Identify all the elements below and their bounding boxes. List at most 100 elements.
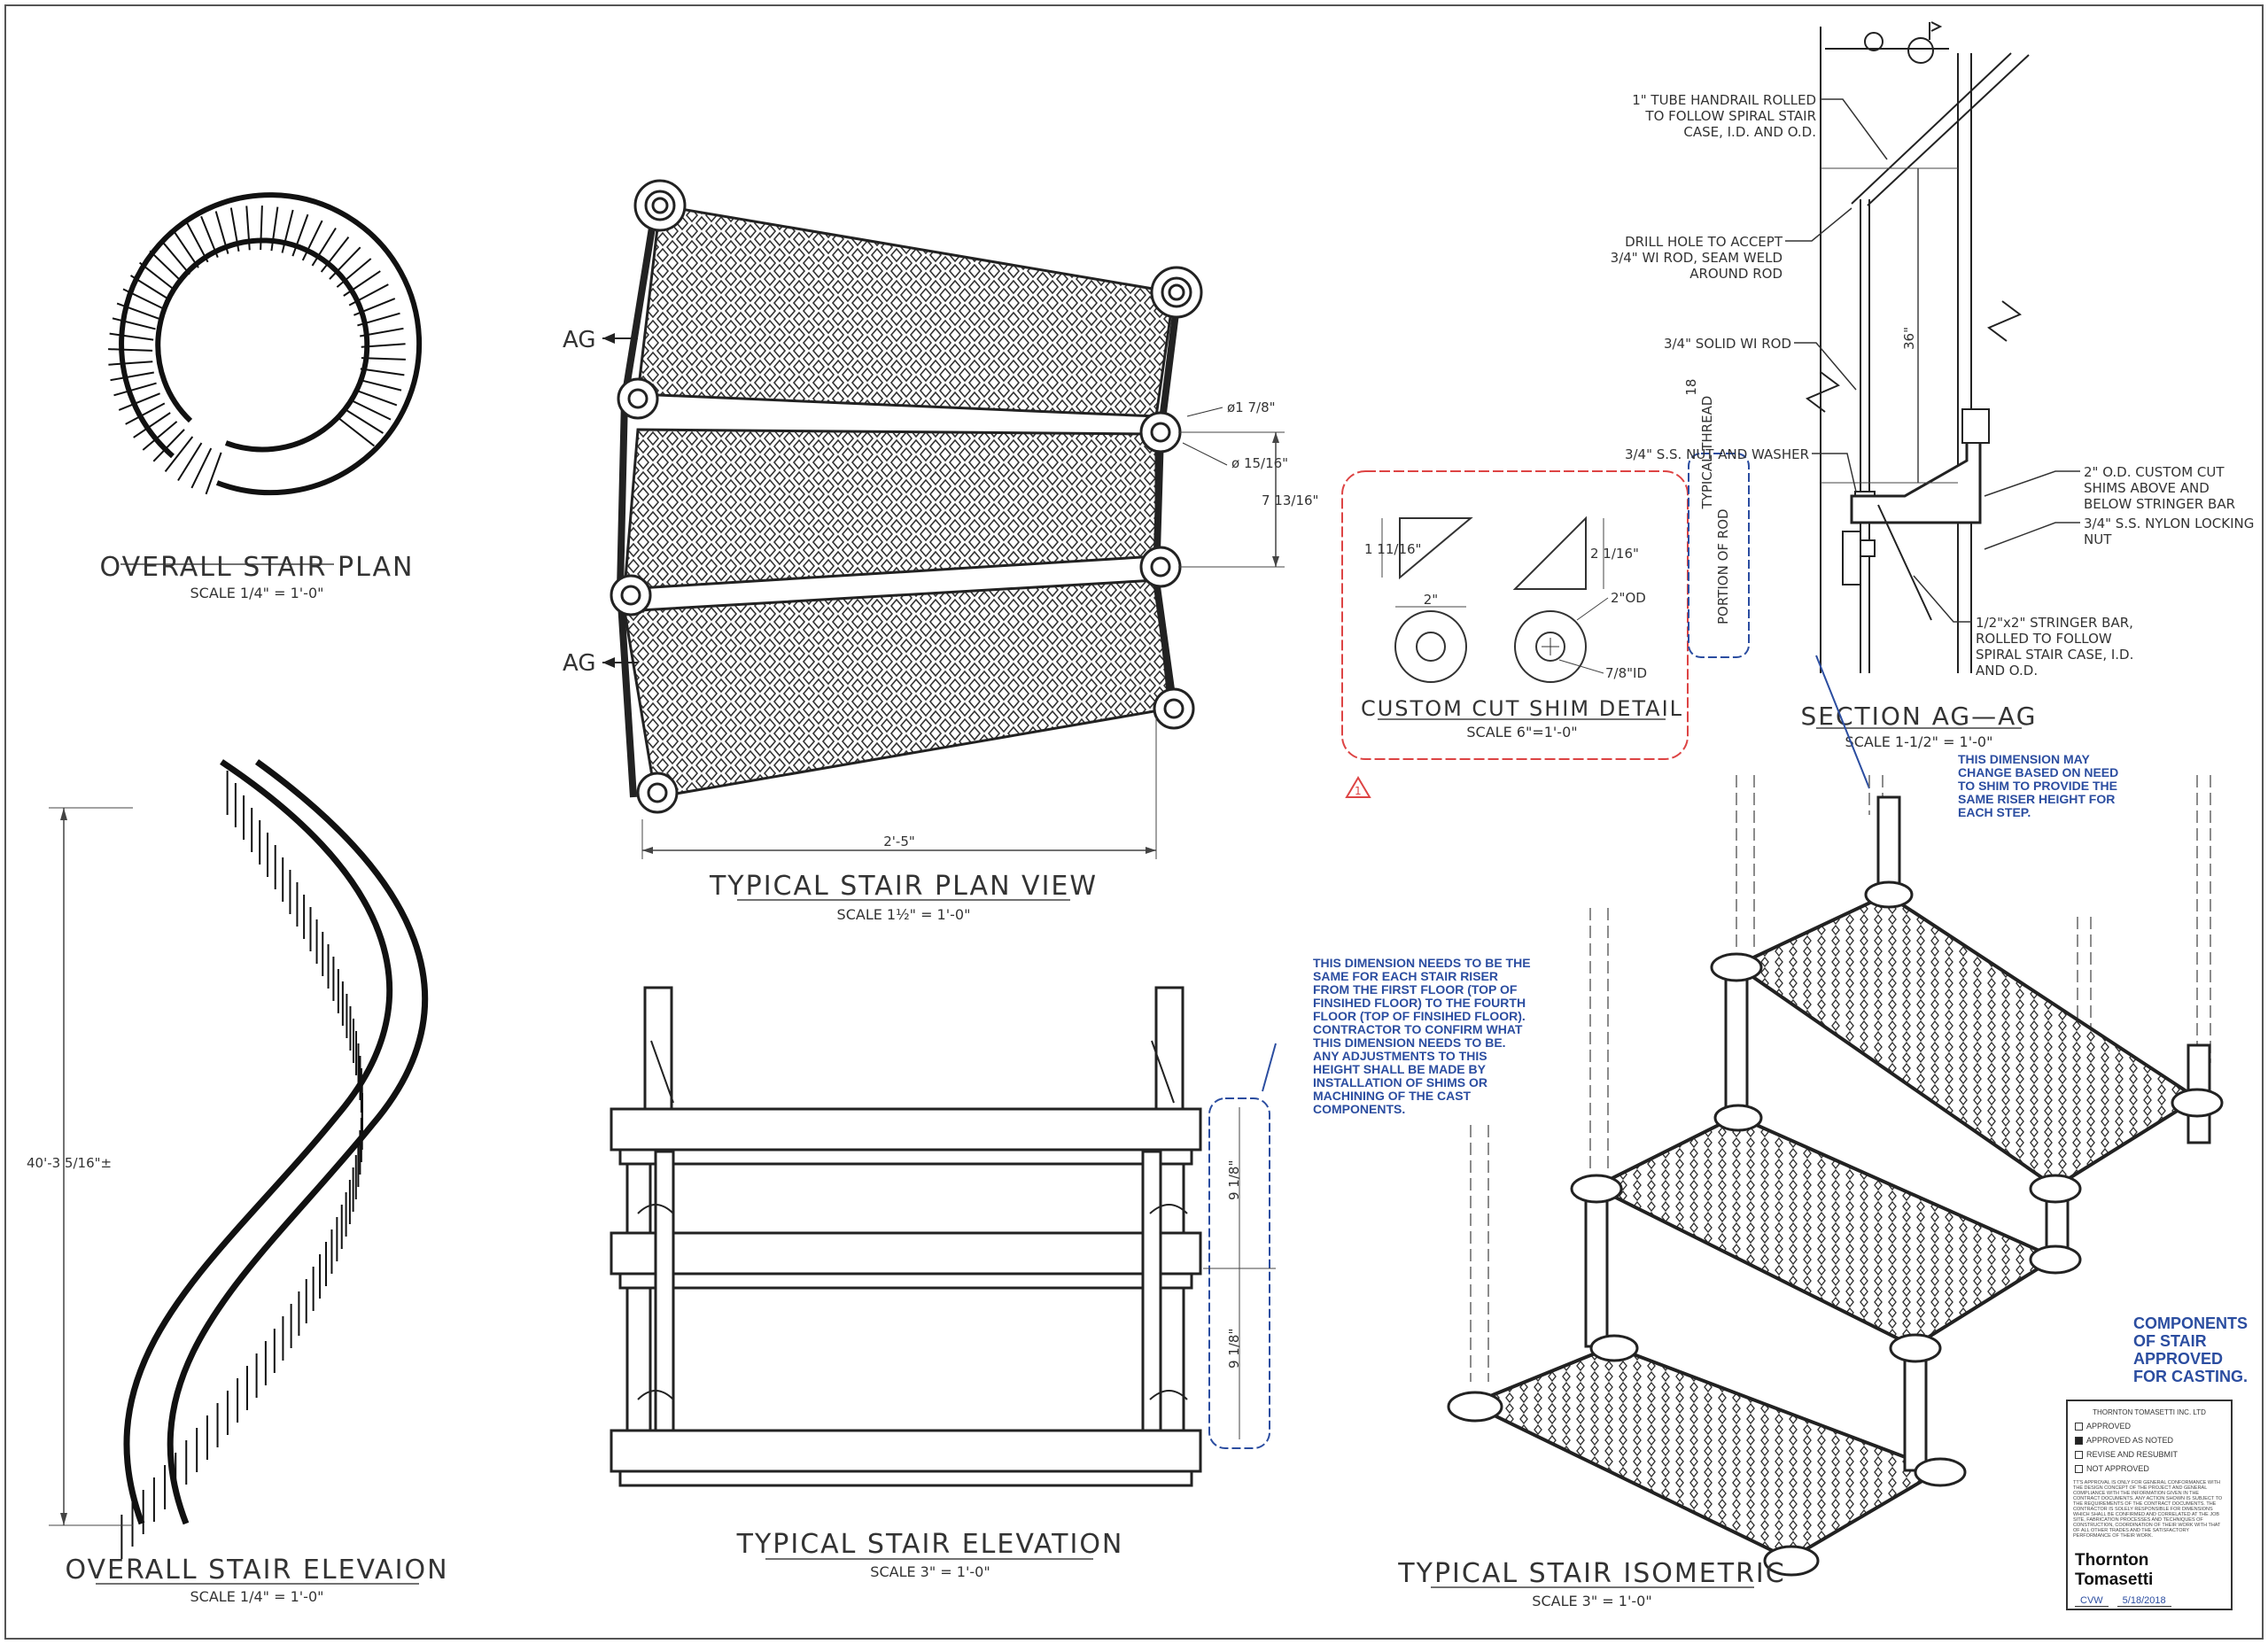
- tread-line: [338, 417, 376, 447]
- text-line: TYPICAL THREAD: [1699, 396, 1715, 510]
- text-line: TO SHIM TO PROVIDE THE: [1958, 779, 2117, 793]
- stamp-fine-print: TT'S APPROVAL IS ONLY FOR GENERAL CONFOR…: [2073, 1480, 2223, 1539]
- note-solid-rod: 3/4" SOLID WI ROD: [1664, 336, 1791, 352]
- text-line: THIS DIMENSION MAY: [1958, 752, 2090, 766]
- elevation-riser-2: 9 1/8": [1226, 1329, 1242, 1369]
- checkbox-not-approved: [2075, 1464, 2083, 1473]
- overall-stair-plan: OVERALL STAIR PLAN SCALE 1/4" = 1'-0": [100, 192, 423, 601]
- text-line: TO FOLLOW SPIRAL STAIR: [1644, 108, 1816, 124]
- tread-line: [336, 258, 372, 288]
- tread-line: [118, 392, 160, 411]
- tread-line: [108, 348, 153, 352]
- tread-line: [301, 220, 323, 261]
- text-line: THIS DIMENSION NEEDS TO BE.: [1313, 1035, 1506, 1050]
- text-line: NUT: [2084, 531, 2112, 547]
- plan-spacing-dim: 7 13/16": [1262, 492, 1318, 508]
- text-line: 3/4" WI ROD, SEAM WELD: [1611, 250, 1783, 266]
- checkbox-approved: [2075, 1422, 2083, 1431]
- text-line: 1/2"x2" STRINGER BAR,: [1976, 615, 2133, 631]
- text-line: DRILL HOLE TO ACCEPT: [1625, 234, 1783, 250]
- tread-line: [152, 429, 185, 462]
- text-line: 3/4" S.S. NYLON LOCKING: [2084, 516, 2254, 531]
- thread-label: PORTION OF RODTYPICAL THREAD18: [1683, 379, 1731, 624]
- section-tag-bottom: AG: [563, 650, 595, 677]
- plan-dia-outer: ø1 7/8": [1227, 399, 1276, 415]
- option-label: REVISE AND RESUBMIT: [2086, 1450, 2179, 1459]
- option-label: NOT APPROVED: [2086, 1464, 2149, 1473]
- text-line: FINSIHED FLOOR) TO THE FOURTH: [1313, 996, 1526, 1010]
- tread-line: [260, 206, 263, 251]
- elevation-title: TYPICAL STAIR ELEVATION: [736, 1529, 1124, 1560]
- tread-line: [177, 442, 203, 482]
- text-line: FOR CASTING.: [2133, 1368, 2248, 1385]
- shim-h2: 2 1/16": [1590, 546, 1639, 562]
- custom-cut-shim-detail: 1 11/16" 2 1/16" 2" 2"OD 7/8"ID CUSTOM C…: [1341, 379, 1750, 798]
- note-nut-washer: 3/4" S.S. NUT AND WASHER: [1625, 446, 1809, 462]
- text-line: SPIRAL STAIR CASE, I.D.: [1976, 647, 2133, 663]
- tread-line: [133, 412, 171, 438]
- tread-line: [281, 209, 294, 253]
- isometric-title: TYPICAL STAIR ISOMETRIC: [1397, 1558, 1785, 1589]
- sheet-border: [4, 4, 2264, 1640]
- shim-id: 7/8"ID: [1605, 665, 1647, 681]
- typical-stair-elevation: 9 1/8" 9 1/8" THIS DIMENSION NEEDS TO BE…: [610, 956, 1531, 1580]
- text-line: 3/4" SOLID WI ROD: [1664, 336, 1791, 352]
- shim-h1: 1 11/16": [1364, 541, 1421, 557]
- text-line: THIS DIMENSION NEEDS TO BE THE: [1313, 956, 1531, 970]
- tread-line: [358, 378, 402, 392]
- plan-view-scale: SCALE 1½" = 1'-0": [837, 906, 971, 923]
- tread-line: [125, 402, 166, 425]
- text-line: APPROVED: [2133, 1350, 2223, 1368]
- text-line: AND O.D.: [1976, 663, 2038, 679]
- overall-plan-scale: SCALE 1/4" = 1'-0": [190, 585, 324, 601]
- tread-line: [110, 371, 154, 382]
- overall-plan-title: OVERALL STAIR PLAN: [100, 552, 415, 583]
- typical-stair-plan-view: AG AG ø1 7/8" ø 15/16" 7 13/16" 2'-5" TY…: [563, 179, 1318, 923]
- stamp-option-approved: APPROVED: [2075, 1422, 2231, 1431]
- text-line: BELOW STRINGER BAR: [2084, 496, 2235, 512]
- stamp-option-not-approved: NOT APPROVED: [2075, 1464, 2231, 1473]
- text-line: 18: [1683, 379, 1699, 396]
- tread-line: [345, 408, 384, 434]
- section-tag-top: AG: [563, 327, 595, 353]
- text-line: ROLLED TO FOLLOW: [1976, 631, 2112, 647]
- tread-line: [320, 236, 350, 273]
- stamp-date: 5/18/2018: [2117, 1595, 2171, 1607]
- revision-number: 1: [1355, 785, 1362, 797]
- overall-stair-elevation: 40'-3 5/16"± OVERALL STAIR ELEVAION SCAL…: [27, 759, 448, 1605]
- elevation-riser-1: 9 1/8": [1226, 1160, 1242, 1200]
- tread-line: [108, 361, 153, 366]
- tread-line: [354, 389, 398, 407]
- typical-stair-isometric: TYPICAL STAIR ISOMETRIC SCALE 3" = 1'-0"…: [1397, 775, 2248, 1609]
- plan-dia-inner: ø 15/16": [1231, 455, 1288, 471]
- text-line: CASE, I.D. AND O.D.: [1683, 124, 1816, 140]
- text-line: COMPONENTS: [2133, 1314, 2248, 1332]
- tread-line: [329, 246, 361, 280]
- option-label: APPROVED: [2086, 1422, 2132, 1431]
- stamp-firm-name: Thornton Tomasetti: [2075, 1551, 2154, 1589]
- text-line: SAME RISER HEIGHT FOR: [1958, 792, 2115, 806]
- tread-line: [190, 447, 213, 489]
- tread-line: [350, 399, 392, 421]
- option-label: APPROVED AS NOTED: [2086, 1436, 2174, 1445]
- text-line: FLOOR (TOP OF FINSIHED FLOOR).: [1313, 1009, 1526, 1023]
- approval-stamp: THORNTON TOMASETTI INC. LTD APPROVED APP…: [2066, 1400, 2233, 1610]
- text-line: MACHINING OF THE CAST: [1313, 1089, 1472, 1103]
- overall-elevation-scale: SCALE 1/4" = 1'-0": [190, 1588, 324, 1605]
- text-line: OF STAIR: [2133, 1332, 2207, 1350]
- tread-line: [113, 382, 157, 397]
- stamp-option-revise: REVISE AND RESUBMIT: [2075, 1450, 2231, 1459]
- overall-elevation-title: OVERALL STAIR ELEVAION: [65, 1555, 448, 1586]
- text-line: COMPONENTS.: [1313, 1102, 1405, 1116]
- section-height-dim: 36": [1901, 327, 1917, 350]
- tread-line: [270, 206, 279, 252]
- text-line: INSTALLATION OF SHIMS OR: [1313, 1075, 1487, 1090]
